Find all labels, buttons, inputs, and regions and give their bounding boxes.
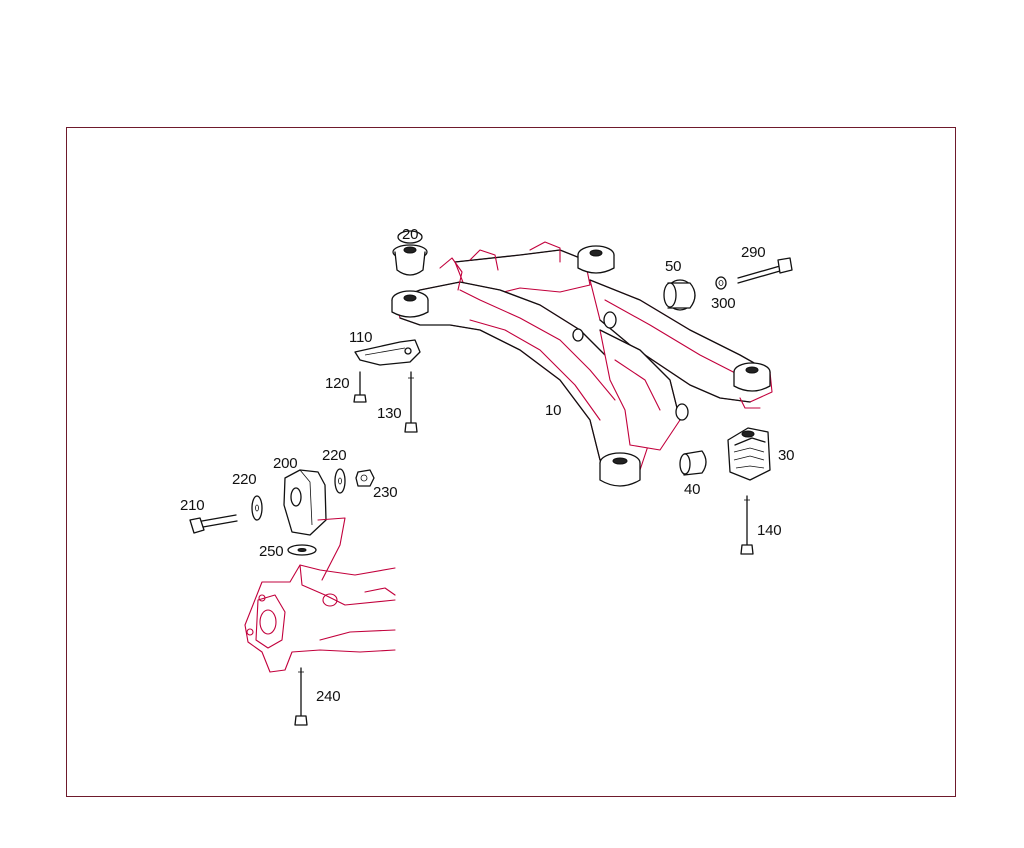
bushing-part-50 <box>663 279 696 311</box>
callout-220-left: 220 <box>232 471 257 488</box>
callout-210: 210 <box>180 497 205 514</box>
diagram-frame <box>66 127 956 797</box>
bolt-part-290 <box>737 257 793 284</box>
bracket-part-110 <box>354 339 421 366</box>
mount-part-30 <box>727 427 771 481</box>
callout-40: 40 <box>684 481 701 498</box>
bolt-part-130 <box>404 371 418 433</box>
bolt-part-120 <box>353 371 367 403</box>
callout-250: 250 <box>259 543 284 560</box>
callout-130: 130 <box>377 405 402 422</box>
callout-20: 20 <box>402 226 419 243</box>
callout-50: 50 <box>665 258 682 275</box>
bolt-part-140 <box>740 495 754 555</box>
washer-part-220-right <box>334 468 346 494</box>
washer-part-250 <box>287 544 317 556</box>
bushing-part-20 <box>392 230 428 276</box>
bolt-part-240 <box>294 667 308 726</box>
callout-140: 140 <box>757 522 782 539</box>
callout-200: 200 <box>273 455 298 472</box>
callout-300: 300 <box>711 295 736 312</box>
subframe-part-10 <box>391 241 773 487</box>
callout-230: 230 <box>373 484 398 501</box>
nut-part-230 <box>355 469 375 487</box>
callout-30: 30 <box>778 447 795 464</box>
callout-110: 110 <box>349 329 373 346</box>
washer-part-220-left <box>251 495 263 521</box>
bushing-part-40 <box>679 450 707 476</box>
callout-290: 290 <box>741 244 766 261</box>
mount-part-200 <box>283 469 327 536</box>
callout-120: 120 <box>325 375 350 392</box>
callout-10: 10 <box>545 402 562 419</box>
bolt-part-210 <box>189 514 238 534</box>
washer-part-300 <box>715 276 727 290</box>
differential-housing-drawing <box>244 517 396 673</box>
callout-220-right: 220 <box>322 447 347 464</box>
callout-240: 240 <box>316 688 341 705</box>
